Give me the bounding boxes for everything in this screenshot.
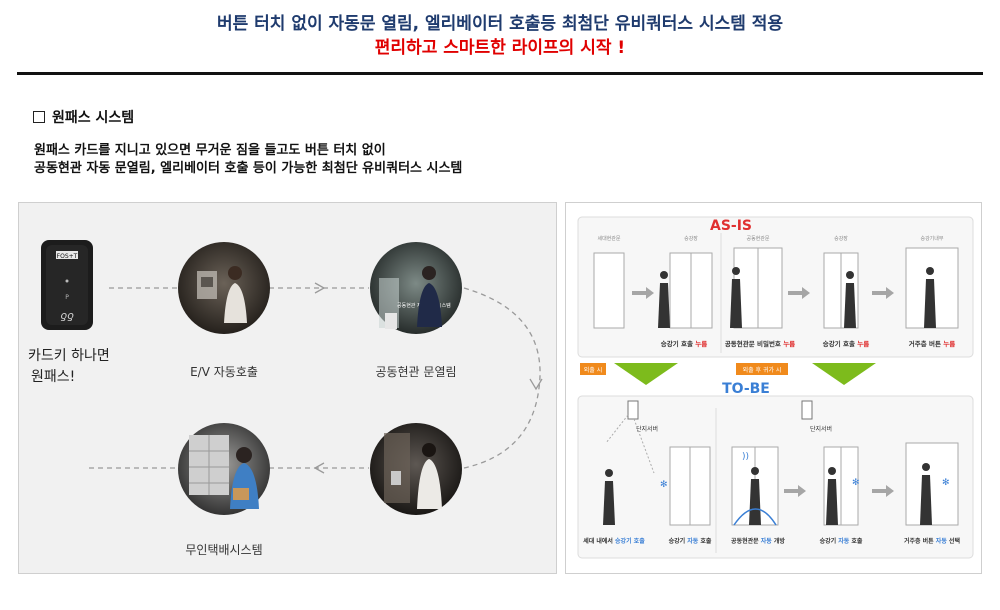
as-is-caption-1: 승강기 호출 누름 — [661, 339, 707, 348]
to-be-caption-5: 거주층 버튼 자동 선택 — [904, 537, 960, 545]
arrow-right-icon — [788, 287, 810, 299]
onepass-flow-panel: FOS+T P ƍƍ 공동현관 자동출입 시스템 — [18, 202, 557, 574]
page-title: 버튼 터치 없이 자동문 열림, 엘리베이터 호출등 최첨단 유비쿼터스 시스템… — [216, 14, 784, 34]
svg-text:단지서버: 단지서버 — [810, 425, 832, 433]
chevron-down-icon — [529, 378, 543, 391]
svg-text:✻: ✻ — [942, 478, 950, 488]
svg-text:외출 시: 외출 시 — [584, 366, 602, 374]
as-is-caption-4: 거주층 버튼 누름 — [909, 339, 955, 348]
card-label-line2: 원패스! — [31, 369, 76, 385]
svg-text:)): )) — [742, 452, 749, 462]
onepass-flow-diagram: FOS+T P ƍƍ 공동현관 자동출입 시스템 — [41, 240, 543, 515]
arrow-right-icon — [784, 485, 806, 497]
to-be-scene-elevator-call: 단지서버 ✻ — [801, 400, 860, 526]
as-is-to-be-diagram: AS-IS 세대현관문 승강장 공동현관문 승강장 — [577, 216, 974, 559]
section-heading: 원패스 시스템 — [33, 107, 134, 127]
step-label-ev-call: E/V 자동호출 — [190, 365, 258, 379]
svg-text:단지서버: 단지서버 — [636, 425, 658, 433]
to-be-caption-4: 승강기 자동 호출 — [820, 537, 863, 545]
as-is-scene-elevator-call: 승강장 — [823, 235, 859, 329]
arrow-right-icon — [872, 485, 894, 497]
svg-text:P: P — [65, 294, 69, 301]
to-be-scene-lobby: )) — [731, 446, 779, 526]
tag-return — [736, 363, 788, 375]
chevron-left-icon — [313, 462, 325, 474]
to-be-label: TO-BE — [722, 381, 770, 397]
lobby-door-photo: 공동현관 자동출입 시스템 — [370, 242, 462, 334]
flow-connector — [463, 287, 541, 469]
to-be-scene-elevator-inside: ✻ — [905, 442, 959, 526]
to-be-caption-1: 세대 내에서 승강기 호출 — [583, 537, 645, 545]
step-label-parcel: 무인택배시스템 — [185, 543, 263, 557]
as-is-scene-lobby: 공동현관문 — [730, 235, 783, 329]
divider — [17, 72, 983, 75]
arrow-right-icon — [872, 287, 894, 299]
svg-text:공동현관문: 공동현관문 — [746, 235, 769, 242]
page-subtitle: 편리하고 스마트한 라이프의 시작 ! — [374, 38, 626, 58]
section-description-line2: 공동현관 자동 문열림, 엘리베이터 호출 등이 가능한 최첨단 유비쿼터스 시… — [34, 161, 463, 176]
arrow-down-icon — [614, 363, 678, 385]
svg-text:✻: ✻ — [852, 478, 860, 488]
arrow-right-icon — [632, 287, 654, 299]
to-be-caption-2: 승강기 자동 호출 — [669, 537, 712, 545]
section-heading-label: 원패스 시스템 — [52, 110, 135, 126]
svg-text:ƍƍ: ƍƍ — [60, 309, 74, 322]
reader-screen-text: FOS+T — [57, 253, 78, 260]
as-is-caption-2: 공동현관문 비밀번호 누름 — [725, 339, 795, 348]
server-icon — [627, 400, 639, 420]
as-is-scene-home: 세대현관문 승강장 — [593, 235, 713, 329]
ev-call-photo — [178, 242, 270, 334]
checkbox-square-icon — [33, 111, 45, 123]
chevron-right-icon — [314, 282, 326, 294]
door-lock-photo — [370, 423, 462, 515]
as-is-label: AS-IS — [710, 218, 752, 234]
section-description-line1: 원패스 카드를 지니고 있으면 무거운 짐을 들고도 버튼 터치 없이 — [34, 143, 386, 158]
svg-text:외출 후 귀가 시: 외출 후 귀가 시 — [743, 366, 782, 374]
svg-text:승강장: 승강장 — [684, 235, 698, 242]
as-is-scene-elevator-inside: 승강기내부 — [905, 235, 959, 329]
to-be-caption-3: 공동현관문 자동 개방 — [731, 537, 785, 545]
parcel-locker-photo — [178, 423, 270, 515]
server-icon — [801, 400, 813, 420]
svg-text:세대현관문: 세대현관문 — [597, 235, 620, 242]
as-is-caption-3: 승강기 호출 누름 — [823, 339, 869, 348]
svg-text:✻: ✻ — [660, 480, 668, 490]
as-is-to-be-panel: AS-IS 세대현관문 승강장 공동현관문 승강장 — [565, 202, 982, 574]
card-label-line1: 카드키 하나면 — [28, 348, 110, 364]
tag-out — [580, 363, 606, 375]
card-reader-icon: FOS+T P ƍƍ — [41, 240, 93, 330]
svg-text:승강장: 승강장 — [834, 235, 848, 242]
arrow-down-icon — [812, 363, 876, 385]
svg-text:승강기내부: 승강기내부 — [920, 235, 943, 242]
to-be-scene-home: 단지서버 ✻ — [603, 400, 711, 526]
step-label-lobby-door: 공동현관 문열림 — [375, 365, 457, 379]
